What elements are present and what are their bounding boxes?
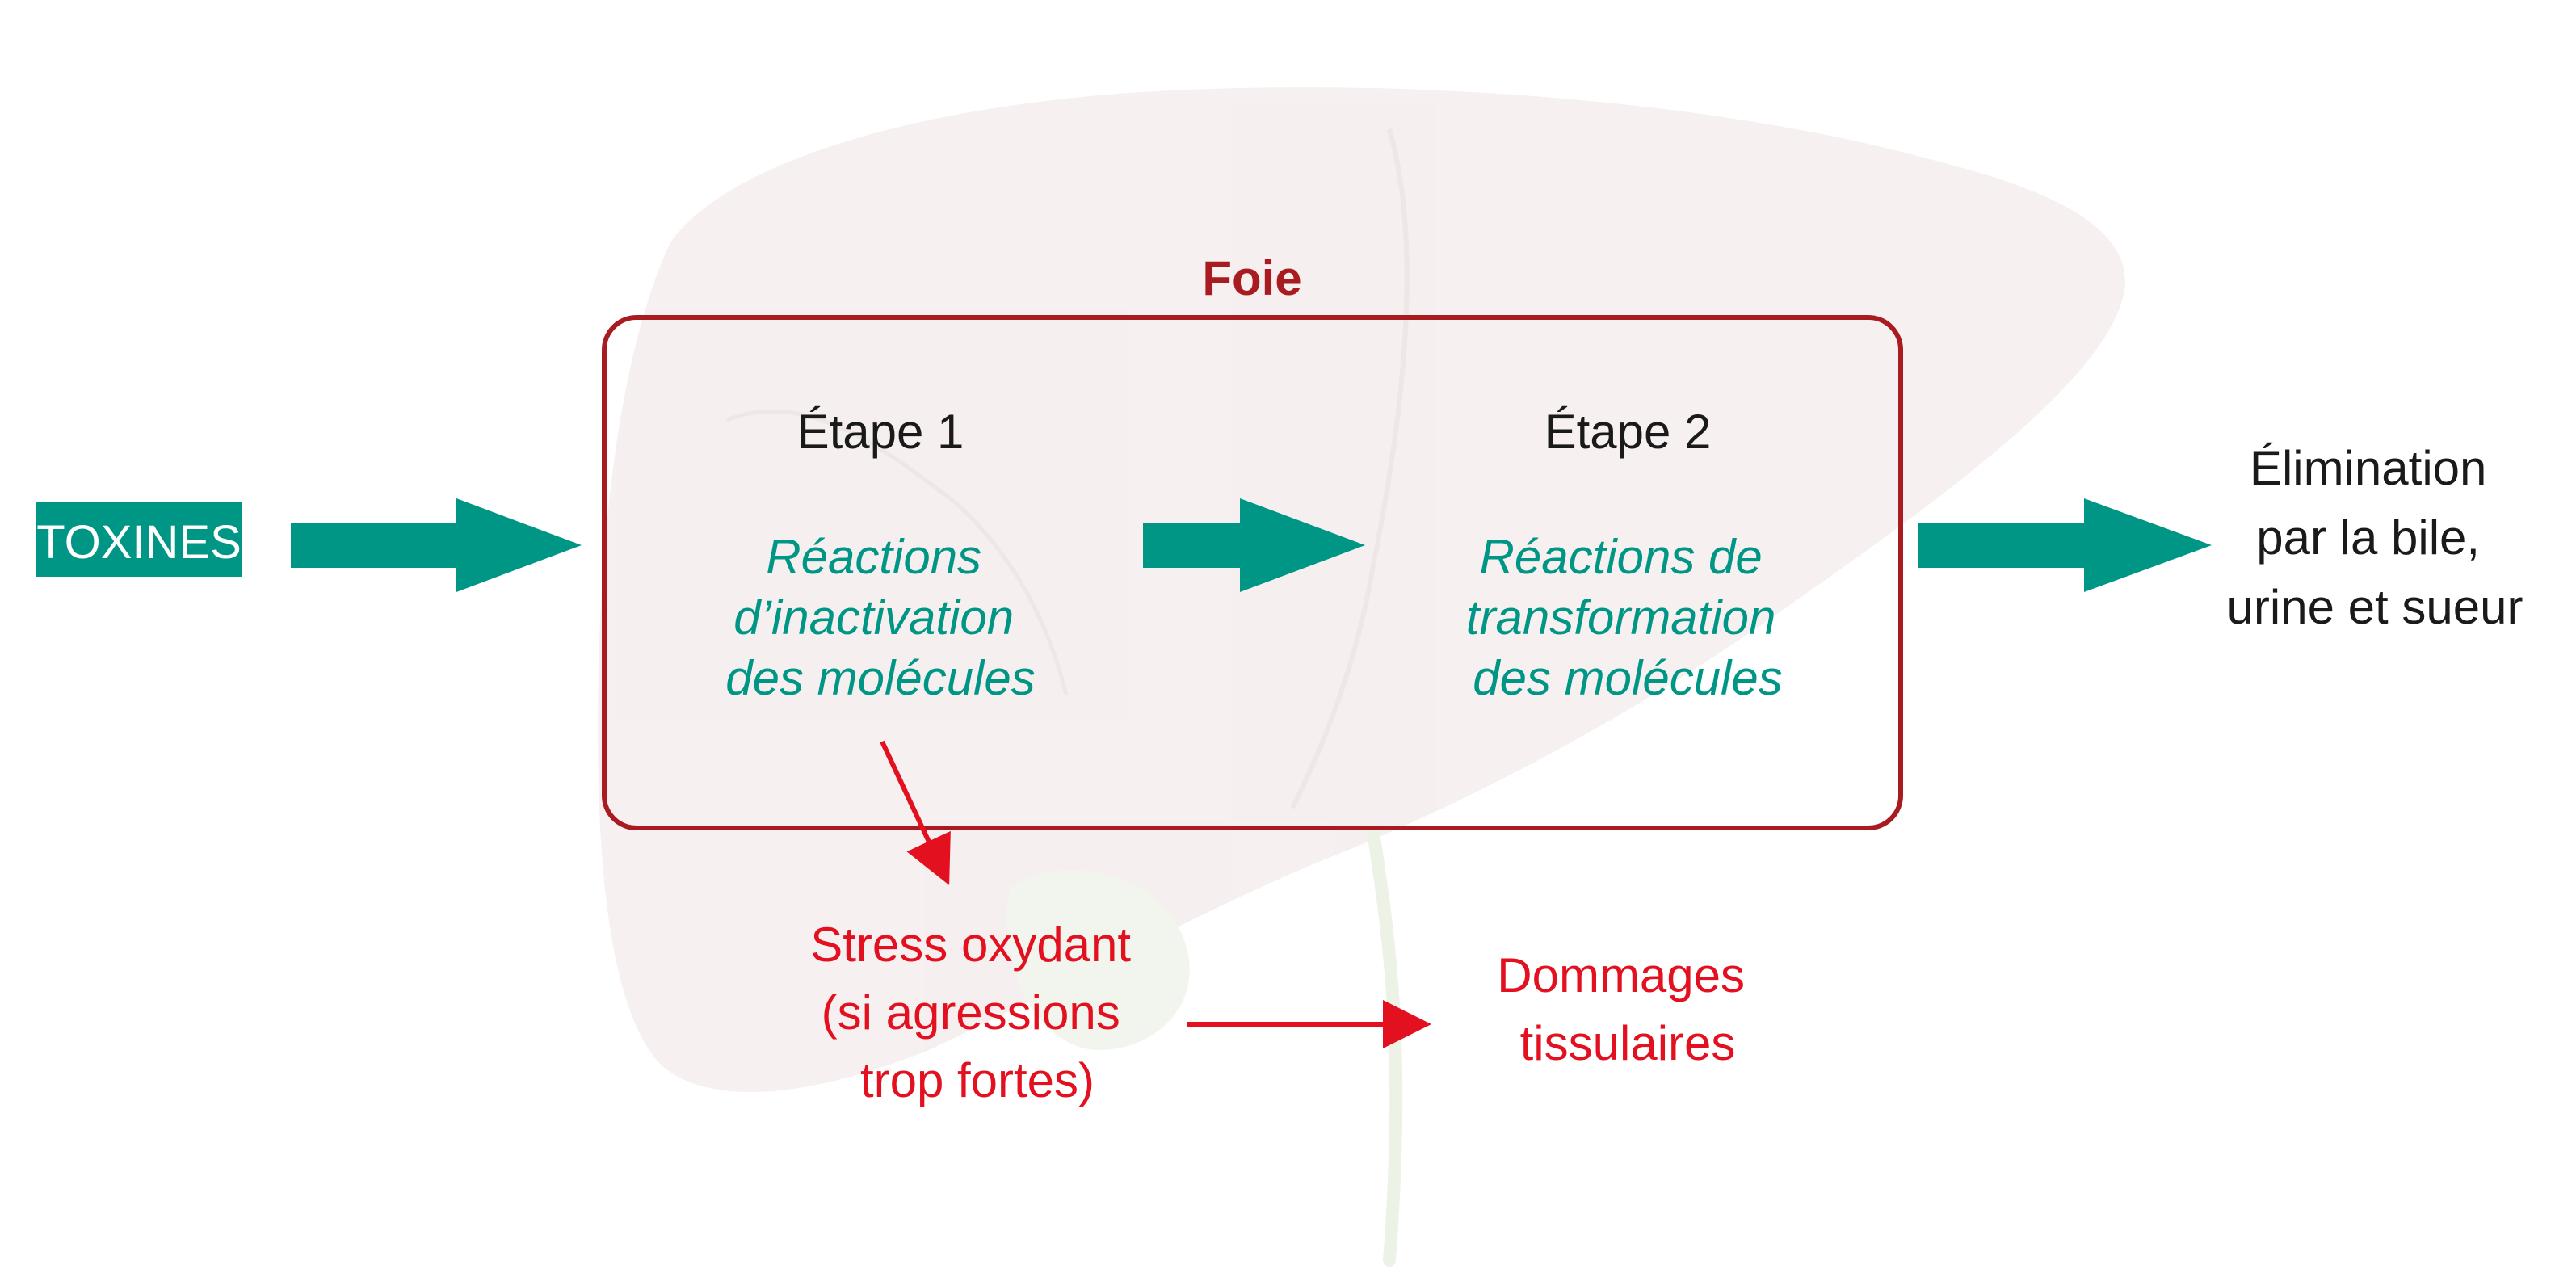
etape2-reactions-text: Réactions de transformation des molécule… (1466, 530, 1789, 705)
arrow-etape2-to-elimination (1918, 498, 2212, 592)
etape1-reactions-line-1: Réactions (766, 530, 981, 584)
elimination-line-3: urine et sueur (2227, 580, 2523, 634)
bile-duct (1367, 826, 1403, 1267)
arrow-etape1-to-etape2 (1143, 498, 1365, 592)
liver-illustration-icon (598, 87, 2125, 1267)
stress-line-1: Stress oxydant (810, 918, 1131, 972)
etape1-reactions-line-3: des molécules (725, 651, 1036, 705)
etape2-label: Étape 2 (1544, 405, 1712, 459)
elimination-text: Élimination par la bile, urine et sueur (2227, 441, 2523, 634)
stress-line-3: trop fortes) (860, 1053, 1095, 1107)
liver-lobe-line (1290, 128, 1410, 809)
gallbladder-shape (1006, 870, 1190, 1050)
arrow-toxines-to-etape1 (291, 498, 582, 592)
etape1-reactions-text: Réactions d’inactivation des molécules (725, 530, 1036, 705)
etape2-reactions-line-1: Réactions de (1480, 530, 1763, 584)
foie-title: Foie (1202, 251, 1301, 305)
dommages-line-2: tissulaires (1520, 1016, 1736, 1070)
stress-line-2: (si agressions (822, 985, 1120, 1040)
liver-shape (598, 87, 2125, 1093)
dommages-text: Dommages tissulaires (1497, 948, 1758, 1070)
elimination-line-1: Élimination (2250, 441, 2486, 495)
toxines-label: TOXINES (36, 516, 242, 569)
etape2-reactions-line-3: des molécules (1473, 651, 1783, 705)
liver-vessel (726, 409, 1069, 695)
foie-box (602, 315, 1903, 830)
arrow-etape1-to-stress (880, 740, 951, 885)
etape1-label: Étape 1 (797, 405, 964, 459)
elimination-line-2: par la bile, (2256, 510, 2480, 565)
toxines-badge (36, 502, 242, 577)
dommages-line-1: Dommages (1497, 948, 1745, 1002)
stress-text: Stress oxydant (si agressions trop forte… (810, 918, 1145, 1107)
etape1-reactions-line-2: d’inactivation (733, 590, 1014, 645)
etape2-reactions-line-2: transformation (1466, 590, 1776, 645)
